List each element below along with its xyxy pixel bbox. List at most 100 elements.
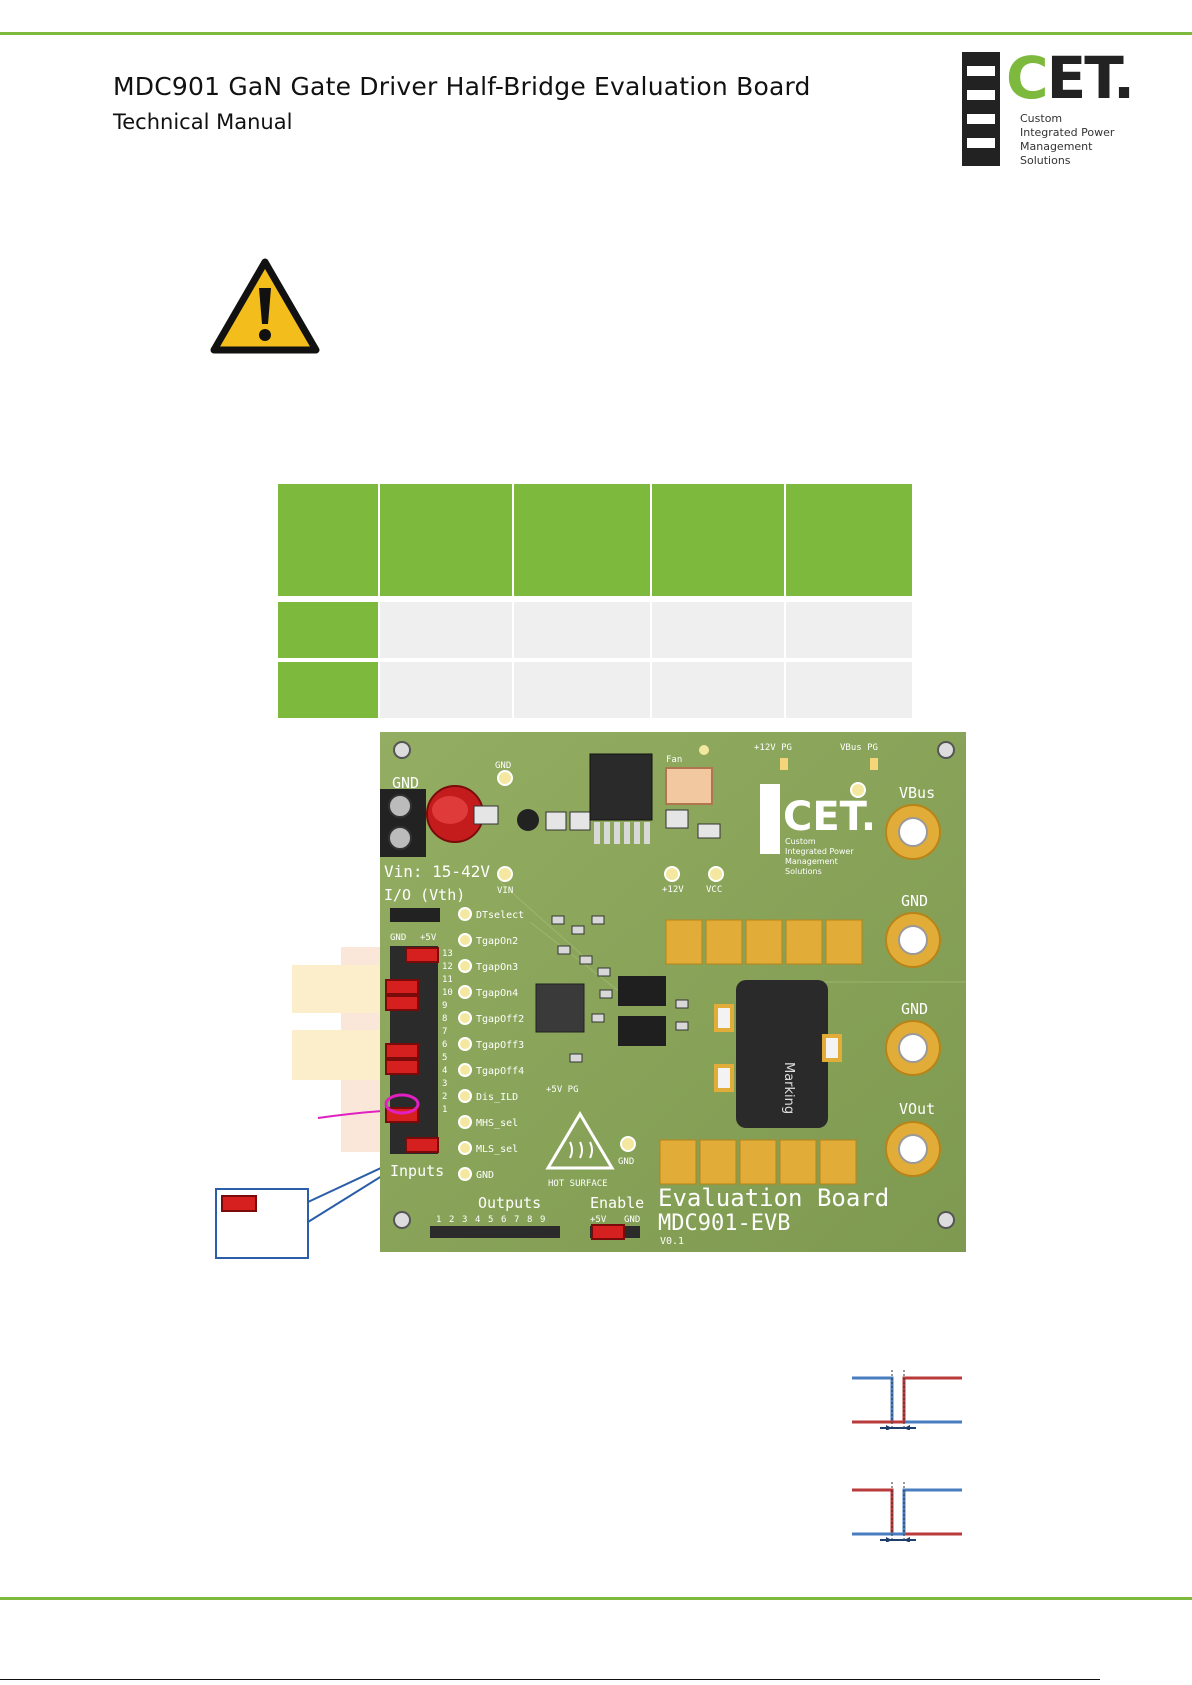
- label-gnd-tp2: GND: [618, 1157, 634, 1167]
- pin-numbers: 13 12 11 10 9 8 7 6 5 4 3 2 1: [442, 949, 453, 1115]
- svg-text:4: 4: [475, 1215, 480, 1225]
- label-board-title: Evaluation Board: [658, 1184, 889, 1212]
- svg-text:1: 1: [442, 1105, 447, 1115]
- output-header: [430, 1226, 560, 1238]
- svg-text:Management: Management: [785, 857, 838, 866]
- label-hdr-5v: +5V: [420, 933, 437, 943]
- table-header-cell: [786, 484, 912, 596]
- label-gnd-tp: GND: [495, 761, 511, 771]
- table-header-cell: [278, 484, 378, 596]
- svg-text:4: 4: [442, 1066, 447, 1076]
- document-subtitle: Technical Manual: [113, 110, 293, 134]
- header-rule: [0, 32, 1192, 35]
- table-cell: [786, 602, 912, 658]
- callout-jumper-icon: [221, 1195, 257, 1212]
- label-5v-pg: +5V PG: [546, 1085, 579, 1095]
- svg-text:3: 3: [442, 1079, 447, 1089]
- output-pin-numbers: 1 2 3 4 5 6 7 8 9: [436, 1215, 545, 1225]
- footer-rule: [0, 1597, 1192, 1600]
- label-gnd-terminal: GND: [392, 774, 419, 792]
- gan-fet: [618, 976, 666, 1006]
- test-point: [497, 866, 513, 882]
- highlight-band: [292, 1030, 392, 1080]
- test-point: [620, 1136, 636, 1152]
- svg-text:TgapOff4: TgapOff4: [476, 1066, 524, 1077]
- svg-text:8: 8: [442, 1014, 447, 1024]
- svg-text:1: 1: [436, 1215, 441, 1225]
- table-row-label: [278, 602, 378, 658]
- test-point: [708, 866, 724, 882]
- svg-text:MLS_sel: MLS_sel: [476, 1144, 518, 1155]
- svg-text:DTselect: DTselect: [476, 910, 524, 921]
- svg-text:5: 5: [442, 1053, 447, 1063]
- label-hdr-gnd: GND: [390, 933, 406, 943]
- svg-text:9: 9: [540, 1215, 545, 1225]
- test-point: [850, 782, 866, 798]
- label-vcc: VCC: [706, 885, 722, 895]
- mosfet-package: [589, 753, 653, 821]
- mindcet-logo: CET. Custom Integrated Power Management …: [962, 44, 1135, 172]
- label-enable: Enable: [590, 1194, 644, 1212]
- vth-header: [390, 908, 440, 922]
- svg-text:10: 10: [442, 988, 453, 998]
- table-cell: [380, 662, 512, 718]
- svg-text:2: 2: [442, 1092, 447, 1102]
- footer-line: [0, 1679, 1100, 1680]
- svg-text:12: 12: [442, 962, 453, 972]
- table-cell: [652, 602, 784, 658]
- svg-text:TgapOn3: TgapOn3: [476, 962, 518, 973]
- label-board-model: MDC901-EVB: [658, 1211, 790, 1236]
- board-logo: CET. Custom Integrated Power Management …: [760, 784, 876, 876]
- label-version: V0.1: [660, 1236, 684, 1247]
- svg-text:9: 9: [442, 1001, 447, 1011]
- output-inductor: [736, 980, 828, 1128]
- table-header-cell: [514, 484, 650, 596]
- smd-passive: [551, 915, 689, 1063]
- logo-cet-wordmark: CET.: [1006, 44, 1135, 112]
- document-title: MDC901 GaN Gate Driver Half-Bridge Evalu…: [113, 72, 811, 101]
- table-row-label: [278, 662, 378, 718]
- svg-text:CET.: CET.: [783, 794, 876, 840]
- label-vbus-pg: VBus PG: [840, 743, 878, 753]
- svg-text:7: 7: [442, 1027, 447, 1037]
- evaluation-board-render: GND Vin: 15-42V GND VIN Fan +12V PG VBus…: [380, 732, 966, 1252]
- hot-surface-icon: [545, 1111, 615, 1170]
- svg-text:GND: GND: [476, 1170, 494, 1181]
- inductor: [517, 809, 539, 831]
- svg-text:MHS_sel: MHS_sel: [476, 1118, 518, 1129]
- label-gnd-post1: GND: [901, 892, 928, 910]
- highlight-band: [292, 965, 392, 1013]
- table-cell: [514, 602, 650, 658]
- label-vin-tp: VIN: [497, 886, 513, 896]
- svg-text:11: 11: [442, 975, 453, 985]
- svg-text:3: 3: [462, 1215, 467, 1225]
- mounting-hole: [393, 741, 955, 1229]
- label-outputs: Outputs: [478, 1194, 541, 1212]
- table-cell: [380, 602, 512, 658]
- dead-time-diagram: [852, 1370, 962, 1430]
- table-cell: [652, 662, 784, 718]
- signal-labels: DTselect TgapOn2 TgapOn3 TgapOn4 TgapOff…: [476, 910, 524, 1181]
- svg-text:6: 6: [442, 1040, 447, 1050]
- callout-box: [215, 1188, 309, 1259]
- test-point: [497, 770, 513, 786]
- svg-text:Integrated Power: Integrated Power: [785, 847, 854, 856]
- gan-fet: [618, 1016, 666, 1046]
- driver-ic: [535, 983, 585, 1033]
- spec-table: [278, 484, 912, 720]
- label-gnd-post2: GND: [901, 1000, 928, 1018]
- svg-text:13: 13: [442, 949, 453, 959]
- label-io-vth: I/O (Vth): [384, 886, 465, 904]
- smd-passive: [473, 805, 721, 839]
- svg-text:Custom: Custom: [785, 837, 816, 846]
- warning-icon: [210, 258, 320, 354]
- svg-text:5: 5: [488, 1215, 493, 1225]
- svg-text:TgapOff3: TgapOff3: [476, 1040, 524, 1051]
- table-header-cell: [652, 484, 784, 596]
- svg-text:TgapOff2: TgapOff2: [476, 1014, 524, 1025]
- svg-text:2: 2: [449, 1215, 454, 1225]
- logo-tagline: Custom Integrated Power Management Solut…: [1020, 112, 1115, 167]
- label-vout: VOut: [899, 1100, 935, 1118]
- signal-test-points: [458, 907, 472, 1181]
- svg-text:TgapOn2: TgapOn2: [476, 936, 518, 947]
